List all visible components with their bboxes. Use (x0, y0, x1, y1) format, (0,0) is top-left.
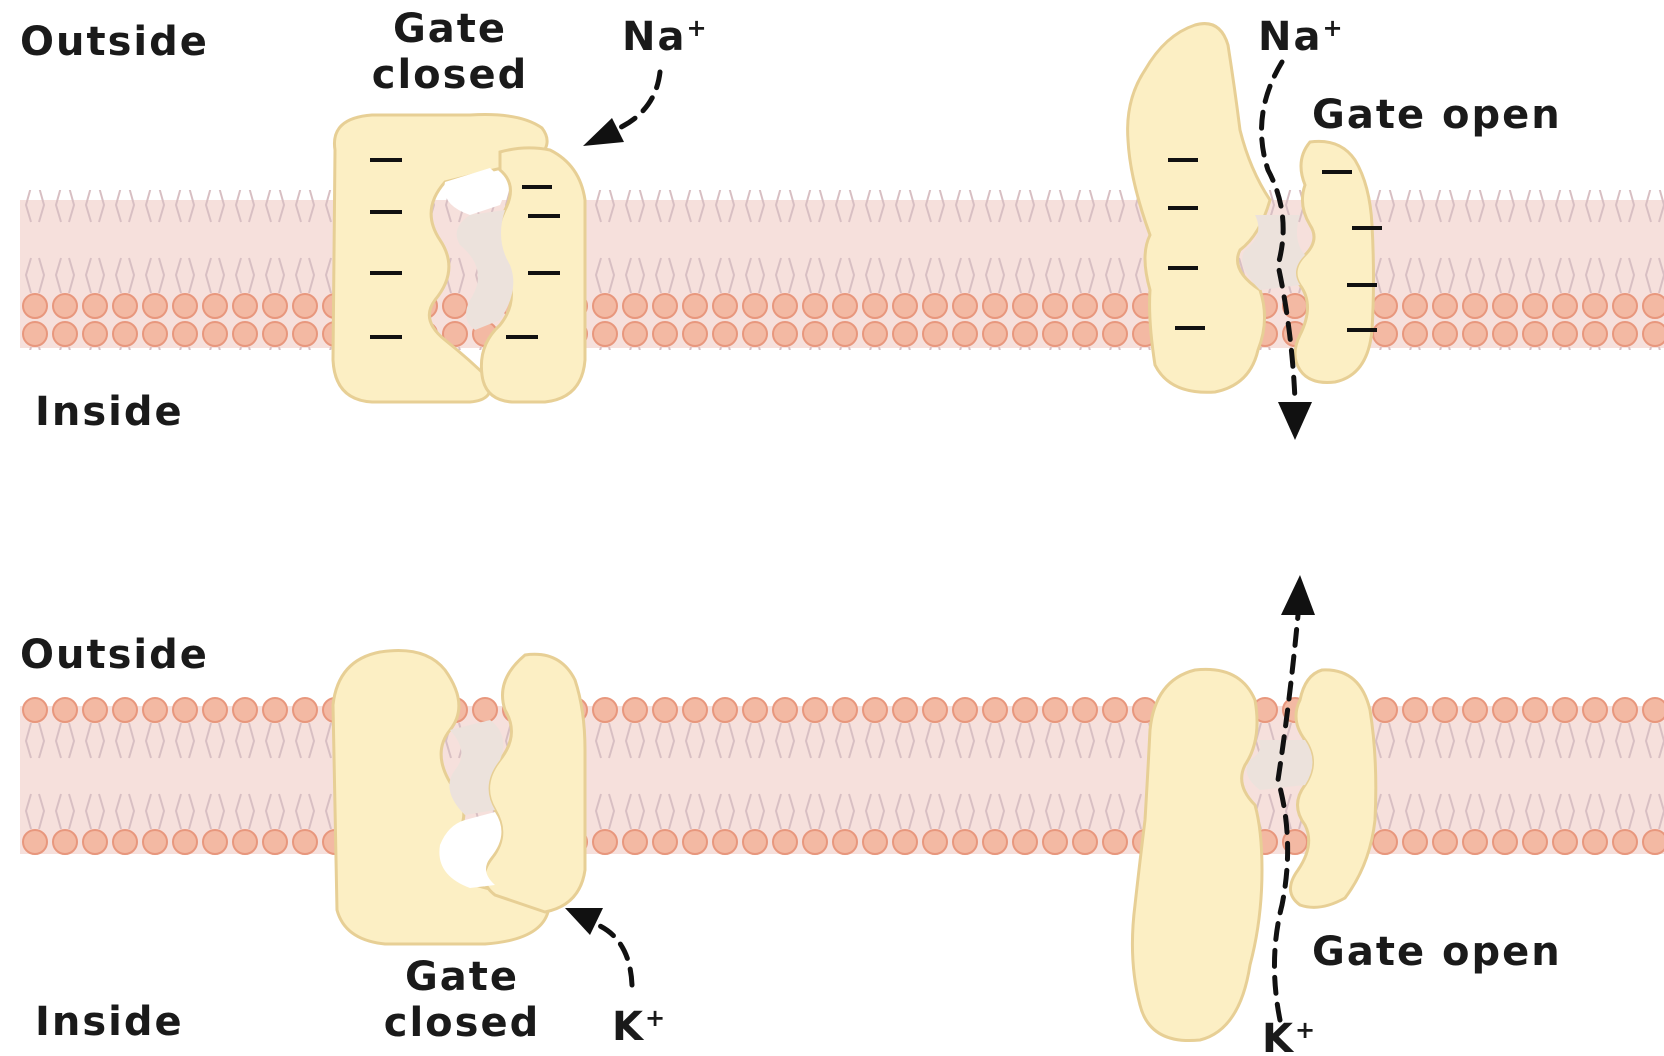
top-closed-gate-label-line2: closed (372, 52, 528, 98)
bottom-closed-gate-right-subunit (484, 654, 585, 912)
bottom-open-gate-label: Gate open (1312, 929, 1562, 975)
top-open-gate-ion-label: Na+ (1258, 14, 1345, 60)
bottom-closed-gate-ion-name: K (612, 1004, 645, 1050)
bottom-outside-label: Outside (20, 632, 209, 678)
top-closed-gate-ion-charge: + (686, 14, 708, 42)
top-open-gate-label: Gate open (1312, 92, 1562, 138)
bottom-open-gate-left-subunit (1132, 669, 1262, 1040)
top-open-gate-na-arrowhead (1278, 402, 1312, 440)
bottom-closed-gate-ion-label: K+ (612, 1004, 667, 1050)
top-closed-gate-ion-name: Na (622, 14, 686, 60)
top-open-gate-channel (1128, 24, 1374, 393)
top-outside-label: Outside (20, 19, 209, 65)
bottom-open-gate-ion-name: K (1262, 1016, 1295, 1056)
bottom-open-gate-ion-label: K+ (1262, 1016, 1317, 1056)
bottom-open-gate-channel (1132, 669, 1375, 1040)
top-panel: Outside Inside Gate closed Na+ Na+ Gate … (20, 6, 1664, 440)
bottom-open-gate-right-subunit (1290, 670, 1375, 907)
top-inside-label: Inside (35, 389, 184, 435)
top-membrane-lipid-bilayer (20, 190, 1664, 350)
bottom-closed-gate-channel (333, 650, 585, 944)
bottom-closed-gate-ion-charge: + (645, 1004, 667, 1032)
bottom-closed-gate-k-arrow (598, 925, 632, 985)
bottom-closed-gate-label-line1: Gate (405, 954, 519, 1000)
bottom-panel: Outside Inside Gate closed K+ K+ Gate op… (20, 575, 1664, 1056)
bottom-inside-label: Inside (35, 999, 184, 1045)
top-open-gate-ion-charge: + (1322, 14, 1344, 42)
bottom-closed-gate-label-line2: closed (384, 1000, 540, 1046)
top-closed-gate-ion-label: Na+ (622, 14, 709, 60)
bottom-open-gate-ion-charge: + (1295, 1016, 1317, 1044)
top-closed-gate-label-line1: Gate (393, 6, 507, 52)
bottom-membrane-lipid-bilayer (20, 696, 1664, 856)
top-closed-gate-na-arrow (610, 72, 660, 132)
bottom-open-gate-k-arrowhead (1281, 575, 1315, 615)
top-open-gate-right-subunit (1295, 141, 1374, 382)
top-open-gate-ion-name: Na (1258, 14, 1322, 60)
bottom-closed-gate-k-arrowhead (565, 908, 603, 935)
top-closed-gate-na-arrowhead (583, 118, 624, 146)
